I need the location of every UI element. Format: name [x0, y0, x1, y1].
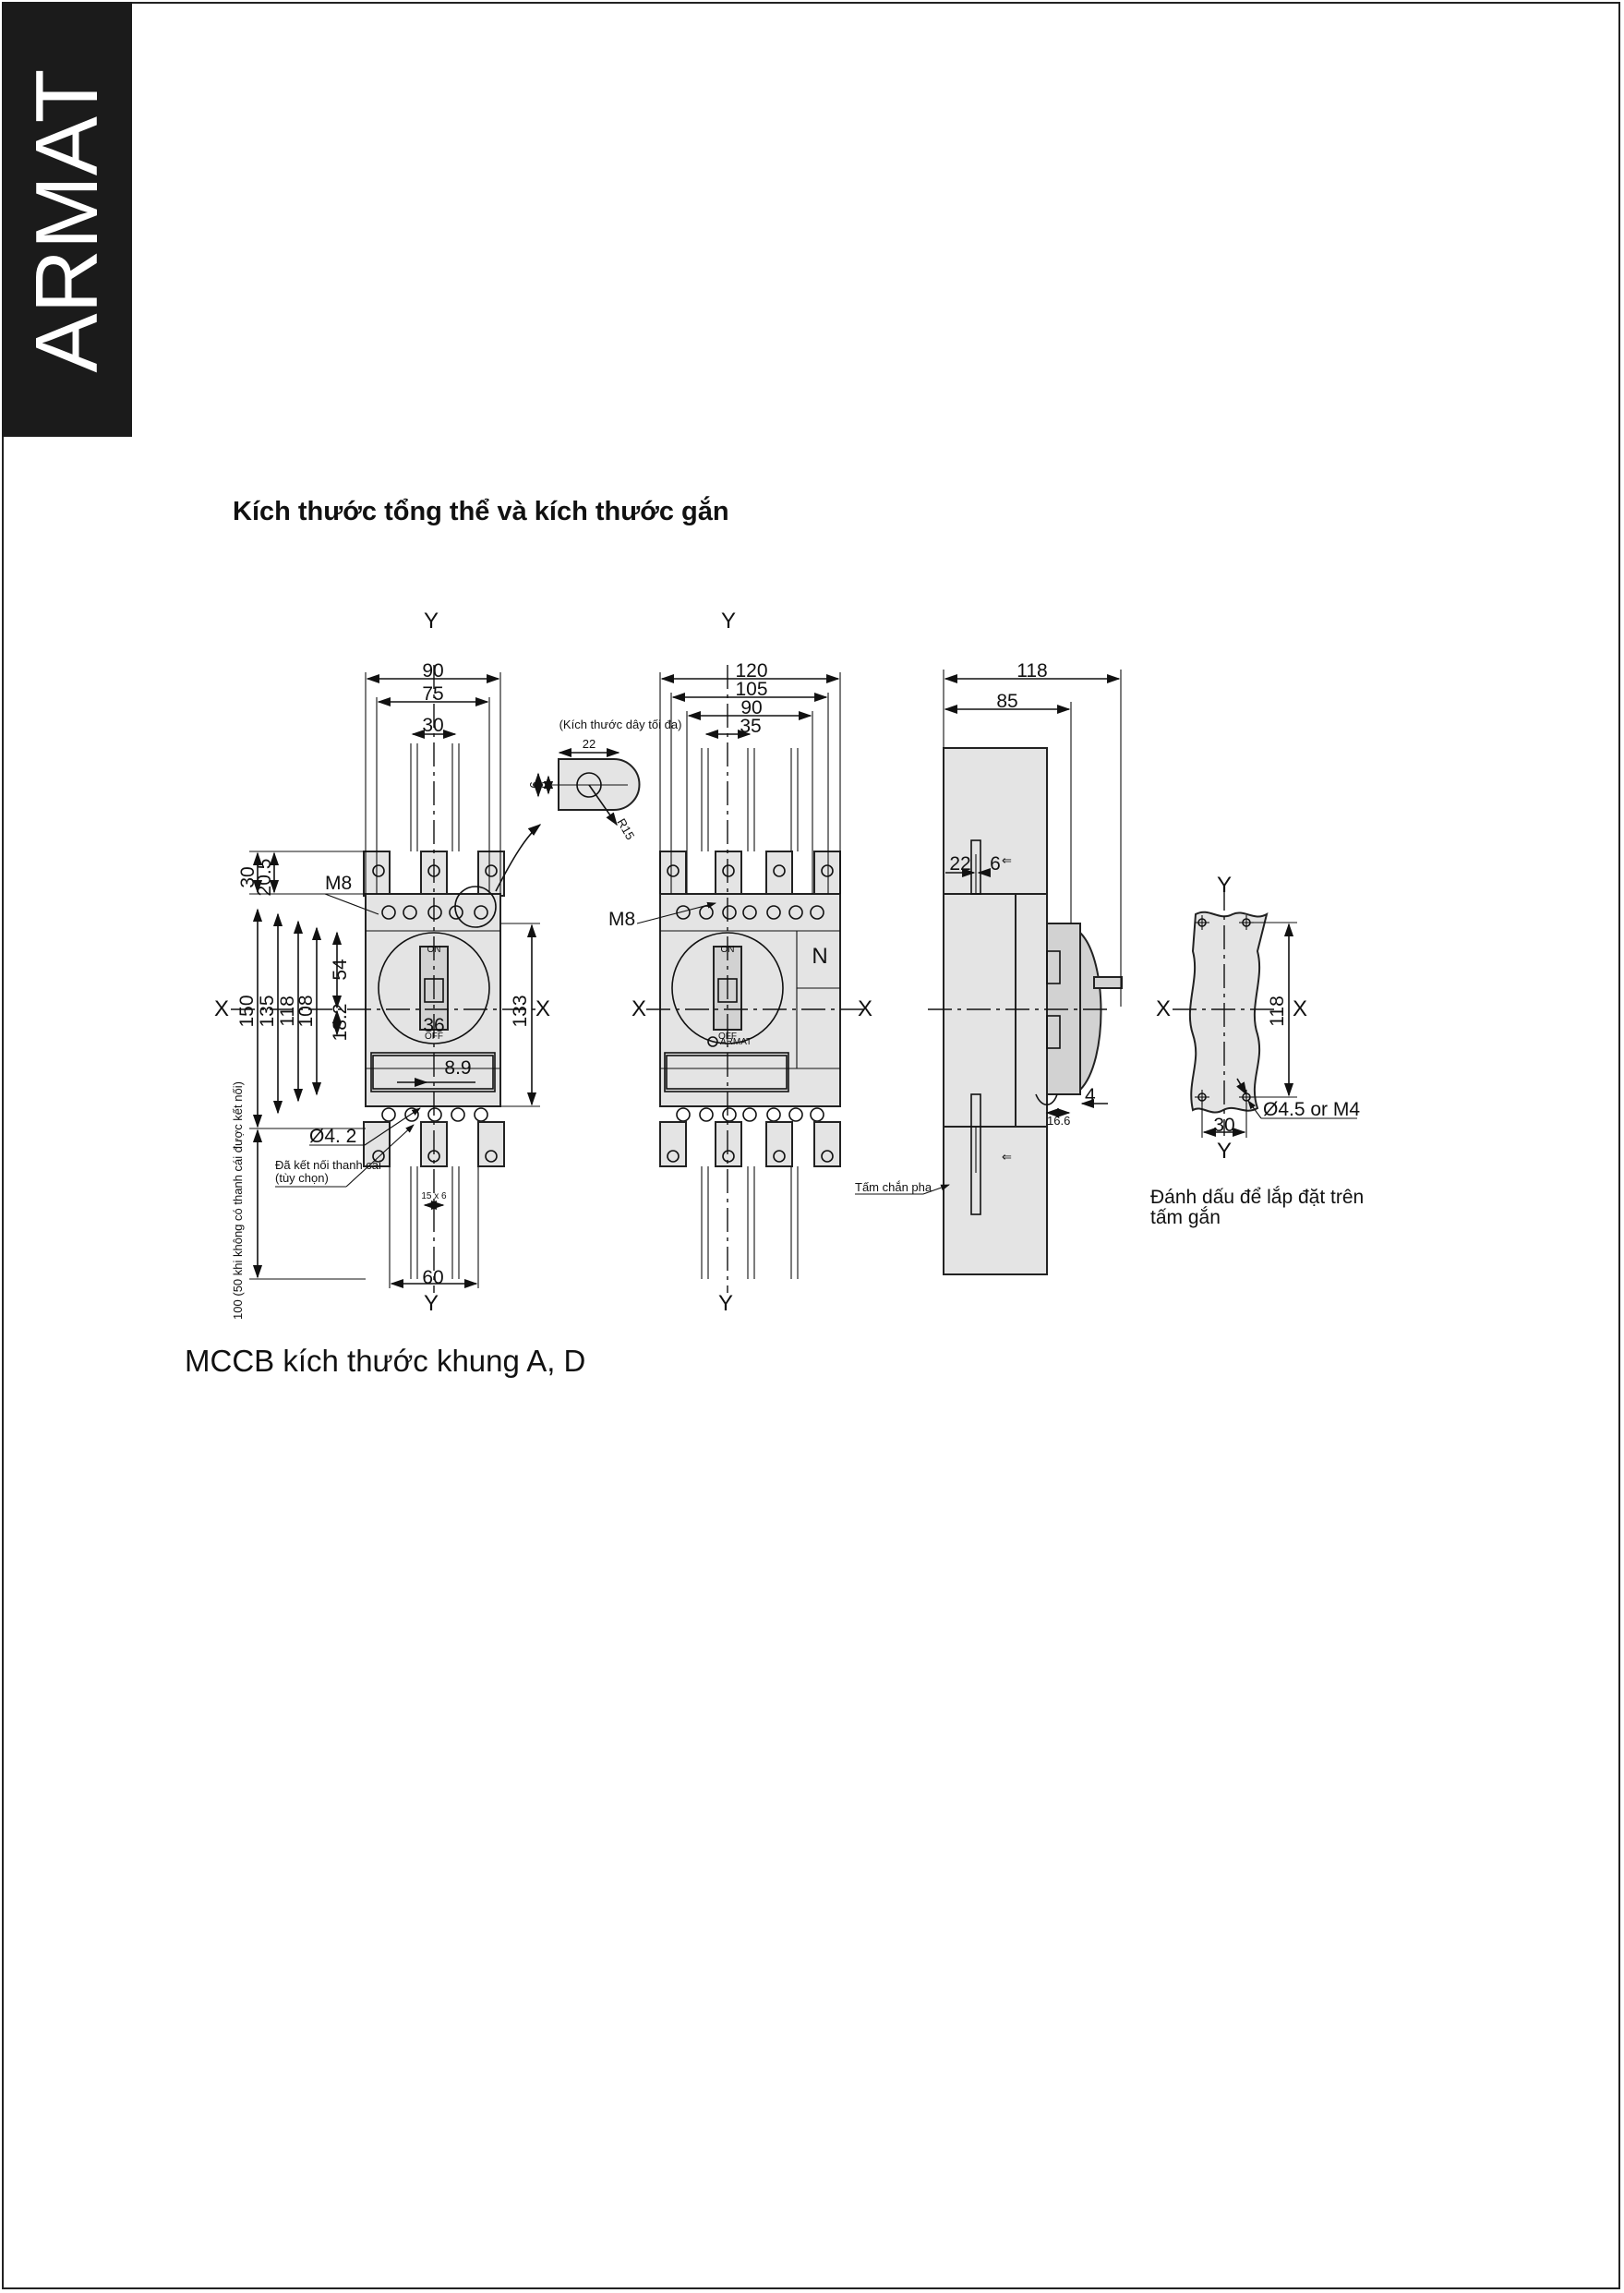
- breaker-body-4-pole: [659, 893, 841, 1107]
- dim-108: 108: [295, 995, 317, 1027]
- front-view-4-pole: N ON OFF ARMAT Y Y X X: [608, 609, 872, 1316]
- bottom-terminal-lug: [477, 1121, 505, 1167]
- axis-x-left-4p: X: [632, 996, 646, 1021]
- busbar-size-label: 15 x 6: [421, 1191, 447, 1201]
- arrow-mark: ⇐: [1002, 853, 1012, 867]
- side-view: ⇐ ⇐ 118 85 22 6 4 16.6 Tấm chắn pha: [855, 660, 1123, 1275]
- thread-label-4p: M8: [608, 909, 635, 930]
- axis-y-bottom: Y: [424, 1291, 439, 1316]
- axis-y-top-mount: Y: [1217, 873, 1232, 898]
- wire-detail-title: (Kích thước dây tối đa): [559, 718, 682, 731]
- front-view-3-pole: ON OFF Y Y X X 90 75 30: [214, 609, 550, 1320]
- dim-85: 85: [996, 691, 1017, 712]
- dim-20-5: 20.5: [254, 859, 275, 897]
- dim-36: 36: [423, 1015, 444, 1036]
- dim-30-side: 30: [237, 866, 259, 887]
- axis-y-bottom-4p: Y: [718, 1291, 733, 1316]
- dim-4: 4: [1085, 1085, 1096, 1106]
- dim-150: 150: [236, 995, 258, 1027]
- dim-135: 135: [257, 995, 278, 1027]
- dim-35: 35: [740, 716, 761, 737]
- dim-120: 120: [735, 660, 767, 682]
- dim-90-4p: 90: [740, 697, 762, 718]
- detail-callout-circle: [454, 886, 497, 928]
- axis-y-top-4p: Y: [721, 609, 736, 634]
- dim-118-mount: 118: [1267, 996, 1288, 1026]
- axis-y-bottom-mount: Y: [1217, 1139, 1232, 1164]
- dim-30: 30: [422, 715, 443, 736]
- wire-dim-22: 22: [583, 737, 595, 751]
- wire-dim-8: 8: [538, 781, 552, 788]
- mounting-view: Y Y X X 118 30 Ø4.5 or M4 Đánh dấu để lắ…: [1150, 873, 1364, 1228]
- dim-18-2: 18.2: [330, 1004, 351, 1042]
- axis-x-right-4p: X: [858, 996, 872, 1021]
- dim-118: 118: [277, 996, 298, 1026]
- hole-label: Ø4. 2: [309, 1126, 356, 1147]
- busbar-note: Đã kết nối thanh cái: [275, 1158, 381, 1172]
- brand-mark: ARMAT: [720, 1037, 752, 1047]
- dim-90: 90: [422, 660, 443, 682]
- axis-x-right-mount: X: [1293, 996, 1307, 1021]
- brand-tab: ARMAT: [2, 2, 132, 437]
- dim-54: 54: [330, 959, 351, 981]
- dim-6: 6: [990, 853, 1001, 875]
- dim-105: 105: [735, 679, 767, 700]
- dim-16-6: 16.6: [1047, 1114, 1070, 1128]
- wire-radius: R15: [614, 816, 637, 842]
- mount-note-line-2: tấm gắn: [1150, 1207, 1221, 1228]
- wire-size-detail: (Kích thước dây tối đa) 22 9 8 R15: [527, 718, 681, 842]
- axis-x-left: X: [214, 996, 229, 1021]
- phase-barrier-label: Tấm chắn pha: [855, 1180, 932, 1194]
- dim-30-mount: 30: [1213, 1115, 1234, 1136]
- nameplate-window: [370, 1052, 496, 1092]
- dim-118-side: 118: [1017, 660, 1047, 682]
- arrow-mark: ⇐: [1002, 1150, 1012, 1164]
- section-title: Kích thước tổng thể và kích thước gắn: [233, 497, 729, 526]
- dim-8-9: 8.9: [444, 1057, 471, 1079]
- axis-y-top: Y: [424, 609, 439, 634]
- thread-label: M8: [325, 873, 352, 894]
- axis-x-left-mount: X: [1156, 996, 1171, 1021]
- wire-dim-9: 9: [527, 781, 541, 788]
- dim-75: 75: [422, 683, 443, 705]
- mount-note-line-1: Đánh dấu để lắp đặt trên: [1150, 1187, 1364, 1208]
- busbar-optional-note: (tùy chọn): [275, 1171, 329, 1185]
- dim-22-side: 22: [949, 853, 970, 875]
- mounting-plate: [1188, 911, 1269, 1114]
- neutral-label: N: [812, 944, 827, 969]
- figure-caption: MCCB kích thước khung A, D: [185, 1344, 586, 1378]
- dim-60: 60: [422, 1267, 443, 1288]
- axis-x-right: X: [535, 996, 550, 1021]
- dim-133: 133: [510, 995, 531, 1027]
- busbar-length-note: 100 (50 khi không có thanh cái được kết …: [231, 1081, 245, 1320]
- mount-hole-label: Ø4.5 or M4: [1263, 1099, 1360, 1120]
